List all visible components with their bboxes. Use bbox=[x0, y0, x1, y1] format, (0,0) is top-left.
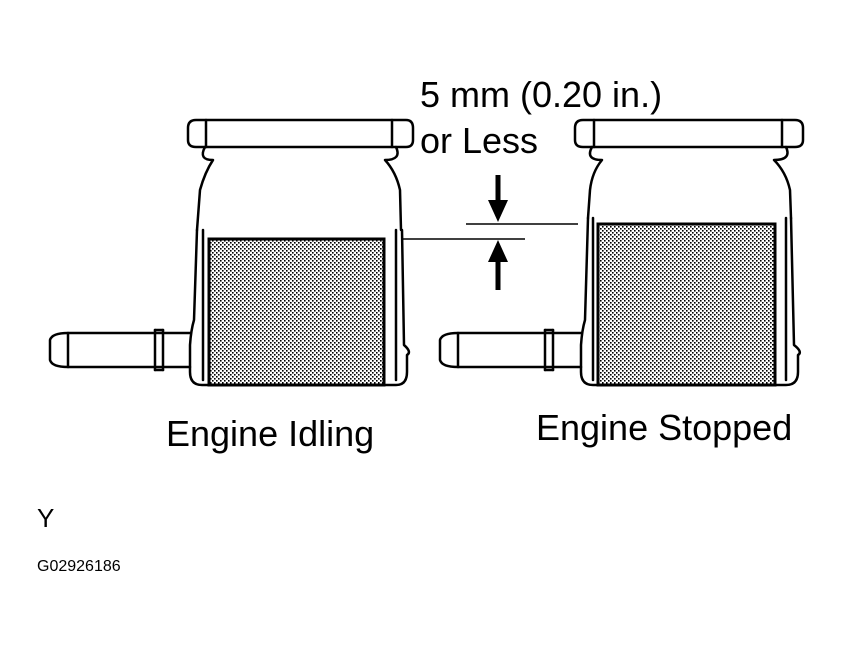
measurement-line-2: or Less bbox=[420, 120, 538, 161]
figure-code: G02926186 bbox=[37, 558, 121, 575]
view-letter: Y bbox=[37, 503, 54, 533]
caption-engine-idling: Engine Idling bbox=[166, 413, 374, 454]
fluid-level-left bbox=[207, 237, 386, 387]
fluid-level-right bbox=[596, 222, 777, 387]
caption-engine-stopped: Engine Stopped bbox=[536, 407, 792, 448]
measurement-line-1: 5 mm (0.20 in.) bbox=[420, 74, 662, 115]
measurement-indicator bbox=[403, 175, 578, 290]
